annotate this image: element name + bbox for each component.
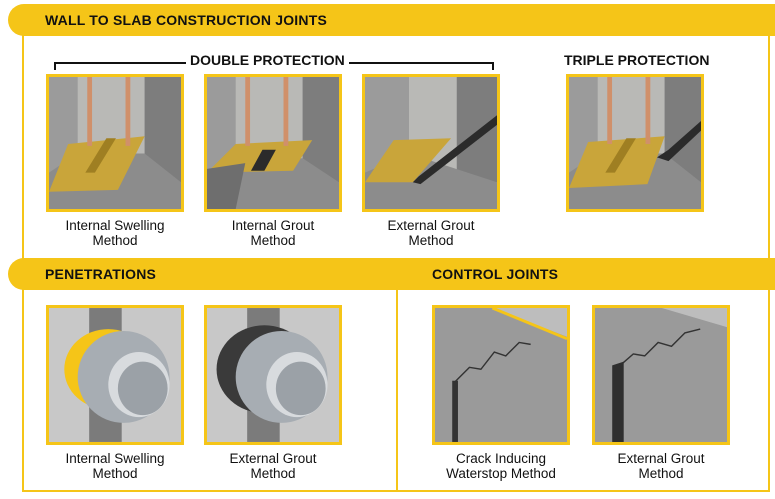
section-title-penetrations: PENETRATIONS xyxy=(45,266,156,282)
illustration-internal-swelling-penetration xyxy=(46,305,184,445)
illustration-triple-protection-wall xyxy=(566,74,704,212)
illustration-external-grout-control-joint xyxy=(592,305,730,445)
double-protection-label: DOUBLE PROTECTION xyxy=(186,52,349,68)
illustration-external-grout-wall xyxy=(362,74,500,212)
triple-protection-label: TRIPLE PROTECTION xyxy=(560,52,713,68)
illustration-internal-grout-wall xyxy=(204,74,342,212)
illustration-crack-inducing-waterstop xyxy=(432,305,570,445)
section-title-control-joints: CONTROL JOINTS xyxy=(432,266,558,282)
illustration-internal-swelling-wall xyxy=(46,74,184,212)
illustration-external-grout-penetration xyxy=(204,305,342,445)
section-title-wall-to-slab: WALL TO SLAB CONSTRUCTION JOINTS xyxy=(45,12,327,28)
